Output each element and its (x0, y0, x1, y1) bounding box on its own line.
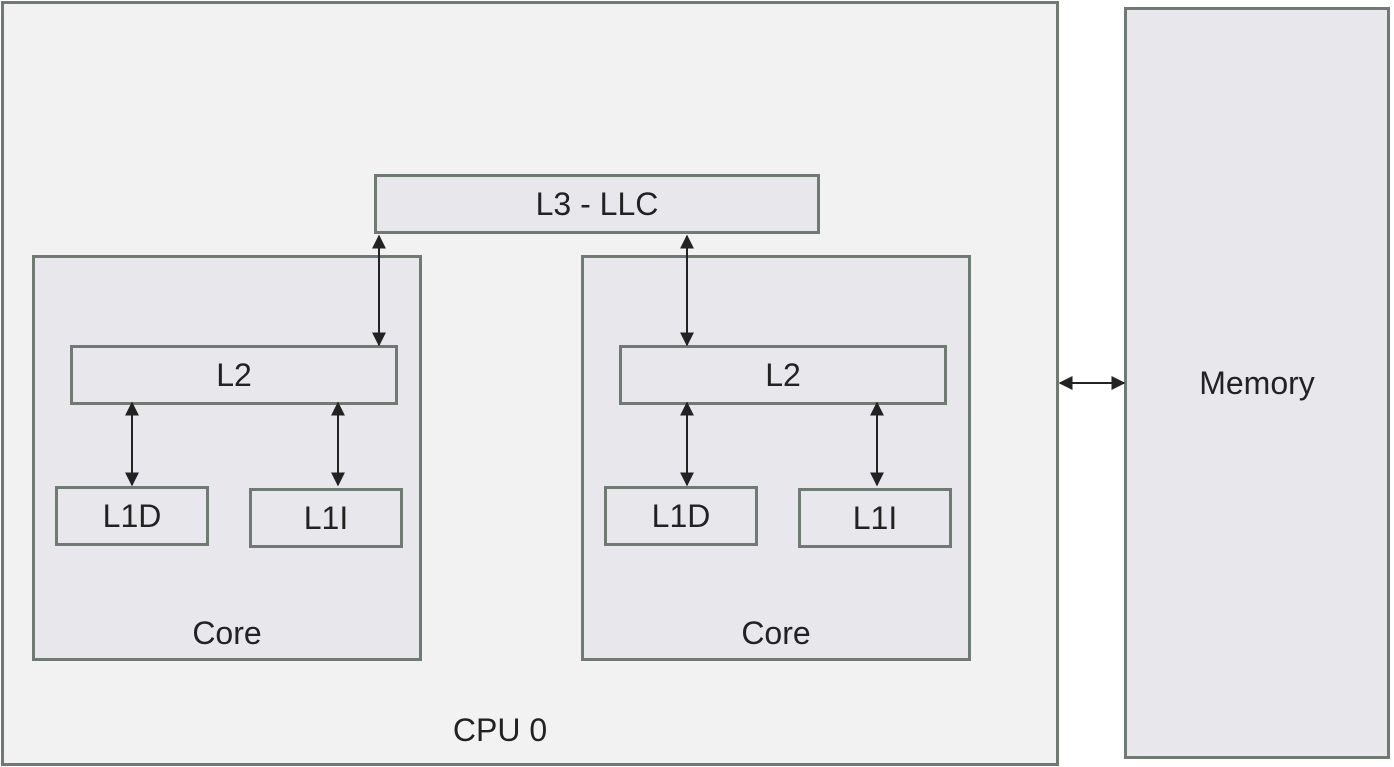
core-1-l1d-cache: L1D (604, 486, 758, 546)
core-0-label: Core (192, 615, 262, 651)
core-0-l2-label: L2 (216, 356, 252, 393)
core-0: L2 L1D L1I Core (32, 255, 422, 661)
core-0-l1i-label: L1I (303, 499, 349, 536)
memory-label: Memory (1199, 364, 1315, 401)
memory-block: Memory (1124, 7, 1390, 759)
cpu-label: CPU 0 (452, 712, 548, 748)
core-1-label: Core (741, 615, 811, 651)
l3-llc-cache: L3 - LLC (374, 174, 820, 234)
core-0-l1d-cache: L1D (55, 486, 209, 546)
core-1-l2-label: L2 (765, 356, 801, 393)
core-0-l1d-label: L1D (102, 497, 162, 534)
core-1-l1i-cache: L1I (798, 488, 952, 548)
core-1-l1d-label: L1D (651, 497, 711, 534)
core-1-l2-cache: L2 (619, 345, 947, 405)
core-0-l2-cache: L2 (70, 345, 398, 405)
core-1: L2 L1D L1I Core (581, 255, 971, 661)
l3-llc-label: L3 - LLC (535, 185, 659, 222)
core-1-l1i-label: L1I (852, 499, 898, 536)
core-0-l1i-cache: L1I (249, 488, 403, 548)
